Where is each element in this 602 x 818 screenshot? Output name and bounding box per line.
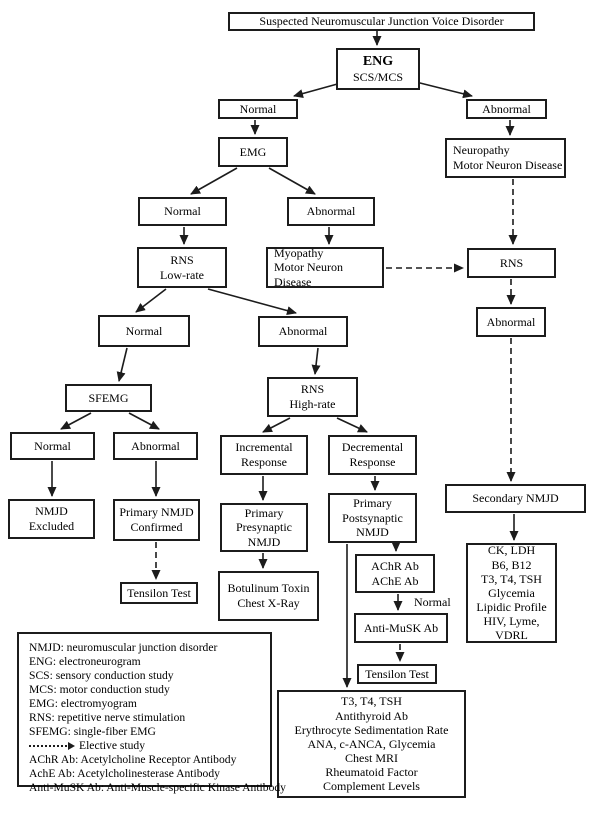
node-incremental-response: Incremental Response (220, 435, 308, 475)
node-emg-normal: Normal (138, 197, 227, 226)
edge-label-normal: Normal (414, 595, 451, 609)
arrow-eng-to-normal (293, 82, 342, 98)
arrow-sfemg-to-abnormal (128, 412, 160, 430)
node-secondary-workup-panel: T3, T4, TSH Antithyroid Ab Erythrocyte S… (277, 690, 466, 798)
node-neuropathy-motor-neuron-disease: Neuropathy Motor Neuron Disease (445, 138, 566, 178)
legend-item-nmjd: NMJD: neuromuscular junction disorder (29, 641, 218, 654)
legend-elective-label: Elective study (79, 739, 146, 752)
arrow-eng-to-abnormal (415, 81, 473, 99)
legend-item-elective: Elective study (29, 739, 270, 753)
arrow-sfemg-to-normal (60, 412, 92, 430)
node-rns-right-abnormal: Abnormal (476, 307, 546, 337)
node-emg: EMG (218, 137, 288, 167)
node-rns-low-abnormal: Abnormal (258, 316, 348, 347)
node-primary-postsynaptic-nmjd: Primary Postsynaptic NMJD (328, 493, 417, 543)
node-eng-abnormal: Abnormal (466, 99, 547, 119)
arrow-normal-to-sfemg (116, 347, 128, 382)
legend-box: NMJD: neuromuscular junction disorder EN… (17, 632, 286, 794)
node-eng-normal: Normal (218, 99, 298, 119)
node-nmjd-excluded: NMJD Excluded (8, 499, 95, 539)
legend-item-eng: ENG: electroneurogram (29, 655, 141, 668)
legend-item-mcs: MCS: motor conduction study (29, 683, 170, 696)
node-sfemg: SFEMG (65, 384, 152, 412)
node-rns-high-rate: RNS High-rate (267, 377, 358, 417)
arrowhead-icon (68, 742, 75, 751)
node-secondary-nmjd: Secondary NMJD (445, 484, 586, 513)
arrow-rns-high-to-incremental (262, 417, 291, 433)
node-decremental-response: Decremental Response (328, 435, 417, 475)
arrow-rns-low-to-abnormal (207, 288, 297, 315)
node-ck-ldh-lab-panel: CK, LDH B6, B12 T3, T4, TSH Glycemia Lip… (466, 543, 557, 643)
node-anti-musk-ab: Anti-MuSK Ab (354, 613, 448, 643)
node-suspected-nmj-voice-disorder: Suspected Neuromuscular Junction Voice D… (228, 12, 535, 31)
dotted-arrow-icon (29, 745, 67, 748)
node-primary-presynaptic-nmjd: Primary Presynaptic NMJD (220, 503, 308, 552)
node-sfemg-abnormal: Abnormal (113, 432, 198, 460)
arrow-rns-low-to-normal (135, 288, 167, 313)
node-sfemg-normal: Normal (10, 432, 95, 460)
node-rns-low-normal: Normal (98, 315, 190, 347)
node-primary-nmjd-confirmed: Primary NMJD Confirmed (113, 499, 200, 541)
arrow-emg-to-normal (190, 167, 238, 195)
arrow-rns-high-to-decremental (336, 417, 368, 433)
node-tensilon-test-left: Tensilon Test (120, 582, 198, 604)
legend-item-emg: EMG: electromyogram (29, 697, 137, 710)
legend-item-antimusk: Anti-MuSK Ab: Anti-Muscle-specific Kinas… (29, 781, 286, 794)
node-rns-low-rate: RNS Low-rate (137, 247, 227, 288)
node-rns-right: RNS (467, 248, 556, 278)
legend-item-ache: AchE Ab: Acetylcholinesterase Antibody (29, 767, 220, 780)
node-eng-scs-mcs: ENG SCS/MCS (336, 48, 420, 90)
arrow-emg-to-abnormal (268, 167, 316, 195)
arrow-abnormal-to-rns-high (311, 347, 321, 375)
node-emg-abnormal: Abnormal (287, 197, 375, 226)
node-botulinum-toxin-chest-xray: Botulinum Toxin Chest X-Ray (218, 571, 319, 621)
legend-item-rns: RNS: repetitive nerve stimulation (29, 711, 186, 724)
node-myopathy-motor-neuron-disease: Myopathy Motor Neuron Disease (266, 246, 384, 289)
legend-item-scs: SCS: sensory conduction study (29, 669, 174, 682)
legend-item-achr: AChR Ab: Acetylcholine Receptor Antibody (29, 753, 237, 766)
legend-item-sfemg: SFEMG: single-fiber EMG (29, 725, 156, 738)
node-achr-ache-ab: AChR Ab AChE Ab (355, 554, 435, 593)
node-tensilon-test-mid: Tensilon Test (357, 664, 437, 684)
